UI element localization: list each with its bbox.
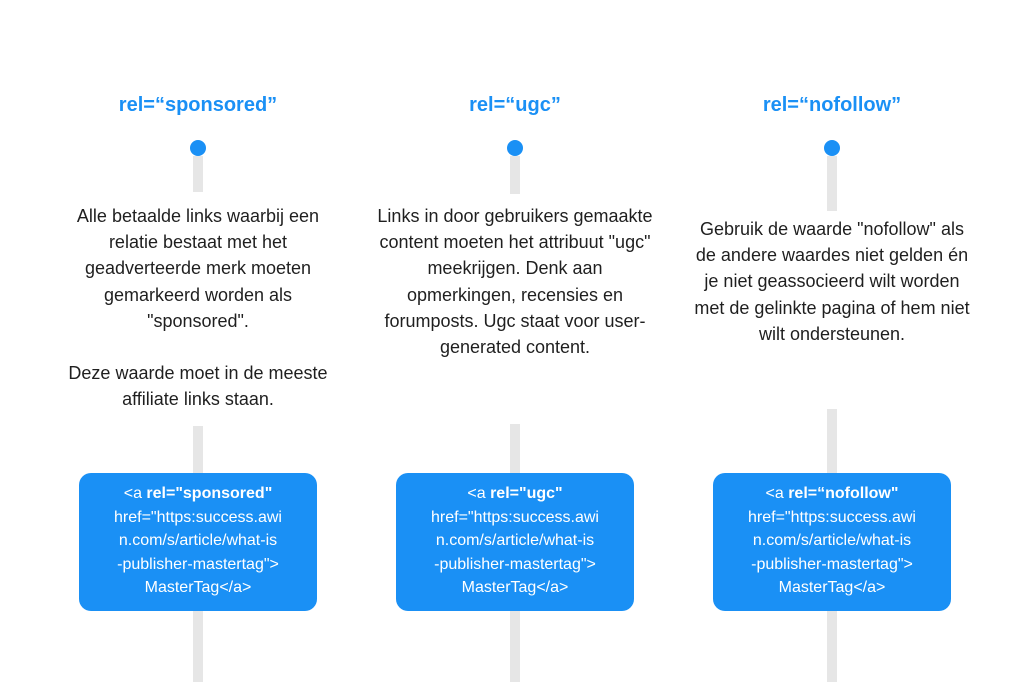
column-title: rel=“nofollow” <box>762 94 902 116</box>
code-rel-attribute: rel="sponsored" <box>146 485 273 502</box>
timeline-segment <box>193 156 203 192</box>
code-line: n.com/s/article/what-is <box>118 532 278 549</box>
column-nofollow: rel=“nofollow” Gebruik de waarde "nofoll… <box>694 0 970 682</box>
code-line: MasterTag</a> <box>144 579 252 596</box>
column-sponsored: rel=“sponsored” Alle betaalde links waar… <box>68 0 328 682</box>
column-description: Links in door gebruikers gemaakte conten… <box>376 203 654 360</box>
column-title: rel=“sponsored” <box>118 94 278 116</box>
code-line: href="https:success.awi <box>431 508 599 526</box>
code-example-card: <a rel="sponsored" href="https:success.a… <box>79 473 317 611</box>
timeline-segment <box>510 156 520 194</box>
timeline-dot <box>507 140 523 156</box>
column-ugc: rel=“ugc” Links in door gebruikers gemaa… <box>377 0 653 682</box>
column-title: rel=“ugc” <box>469 94 561 116</box>
code-line: href="https:success.awi <box>748 508 916 526</box>
description-paragraph: Alle betaalde links waarbij een relatie … <box>76 206 320 331</box>
code-tag-open: <a <box>123 485 147 502</box>
code-line: MasterTag</a> <box>778 579 886 596</box>
timeline-segment <box>827 611 837 682</box>
description-paragraph: Deze waarde moet in de meeste affiliate … <box>68 363 328 410</box>
column-description: Gebruik de waarde "nofollow" als de ande… <box>693 216 971 347</box>
timeline-segment <box>510 611 520 682</box>
timeline-segment <box>193 426 203 473</box>
code-line: -publisher-mastertag"> <box>117 555 279 573</box>
code-line: href="https:success.awi <box>114 508 282 526</box>
column-description: Alle betaalde links waarbij een relatie … <box>59 203 337 412</box>
code-line: -publisher-mastertag"> <box>751 555 913 573</box>
timeline-segment <box>510 424 520 473</box>
code-tag-open: <a <box>467 485 491 502</box>
code-line: MasterTag</a> <box>461 579 569 596</box>
code-example-card: <a rel=“nofollow" href="https:success.aw… <box>713 473 951 611</box>
timeline-segment <box>193 611 203 682</box>
description-paragraph: Links in door gebruikers gemaakte conten… <box>377 206 653 358</box>
timeline-segment <box>827 156 837 211</box>
code-line: n.com/s/article/what-is <box>752 532 912 549</box>
code-tag-open: <a <box>765 485 789 502</box>
description-paragraph: Gebruik de waarde "nofollow" als de ande… <box>694 219 970 344</box>
code-line: -publisher-mastertag"> <box>434 555 596 573</box>
timeline-dot <box>824 140 840 156</box>
timeline-segment <box>827 409 837 473</box>
timeline-dot <box>190 140 206 156</box>
code-rel-attribute: rel=“nofollow" <box>788 485 899 502</box>
code-rel-attribute: rel="ugc" <box>490 485 563 502</box>
code-example-card: <a rel="ugc" href="https:success.awi n.c… <box>396 473 634 611</box>
code-line: n.com/s/article/what-is <box>435 532 595 549</box>
